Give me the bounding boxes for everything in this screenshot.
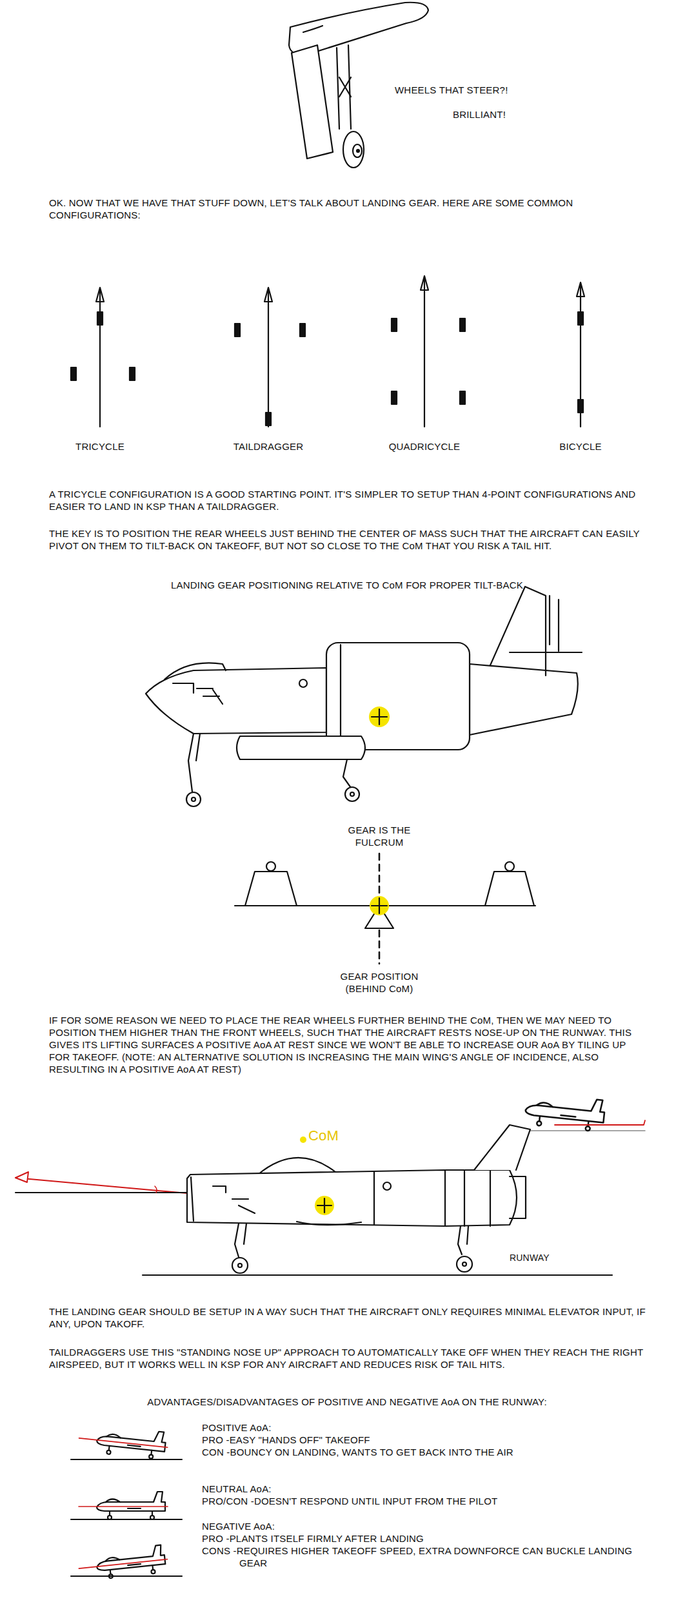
text-label: BRILLIANT!	[452, 108, 557, 121]
text-label: THE LANDING GEAR SHOULD BE SETUP IN A WA…	[49, 1306, 649, 1331]
text-label: RUNWAY	[509, 1252, 587, 1265]
text-label: IF FOR SOME REASON WE NEED TO PLACE THE …	[49, 1014, 649, 1076]
text-label: ADVANTAGES/DISADVANTAGES OF POSITIVE AND…	[89, 1396, 606, 1409]
text-label: NEGATIVE AoA:	[201, 1521, 667, 1534]
text-label: THE KEY IS TO POSITION THE REAR WHEELS J…	[49, 527, 643, 553]
text-label: TRICYCLE	[48, 440, 152, 453]
text-label: CONS -REQUIRES HIGHER TAKEOFF SPEED, EXT…	[201, 1545, 654, 1571]
aoa-examples	[70, 1424, 182, 1583]
text-label: A TRICYCLE CONFIGURATION IS A GOOD START…	[49, 488, 643, 513]
text-label: CON -BOUNCY ON LANDING, WANTS TO GET BAC…	[201, 1446, 667, 1460]
text-label: PRO -PLANTS ITSELF FIRMLY AFTER LANDING	[201, 1533, 667, 1546]
text-label: CoM	[308, 1130, 386, 1143]
text-label: LANDING GEAR POSITIONING RELATIVE TO CoM…	[108, 579, 586, 592]
tricycle-plane	[145, 586, 582, 807]
text-label: PRO/CON -DOESN'T RESPOND UNTIL INPUT FRO…	[201, 1495, 667, 1509]
gear-configurations	[70, 276, 585, 428]
text-label: BICYCLE	[528, 440, 633, 453]
taildragger-style-plane	[15, 1125, 613, 1276]
text-label: OK. NOW THAT WE HAVE THAT STUFF DOWN, LE…	[49, 196, 643, 222]
fulcrum-seesaw	[234, 854, 536, 965]
text-label: QUADRICYCLE	[359, 440, 489, 453]
text-label: TAILDRAGGER	[203, 440, 333, 453]
text-label: GEAR POSITION (BEHIND CoM)	[324, 970, 435, 996]
nose-up-reference	[509, 1093, 646, 1134]
text-label: TAILDRAGGERS USE THIS "STANDING NOSE UP"…	[49, 1346, 649, 1372]
text-label: POSITIVE AoA:	[201, 1422, 667, 1435]
text-label: WHEELS THAT STEER?!	[394, 83, 563, 97]
text-label: PRO -EASY "HANDS OFF" TAKEOFF	[201, 1434, 667, 1447]
text-label: NEUTRAL AoA:	[201, 1483, 667, 1496]
text-label: GEAR IS THE FULCRUM	[334, 824, 425, 849]
